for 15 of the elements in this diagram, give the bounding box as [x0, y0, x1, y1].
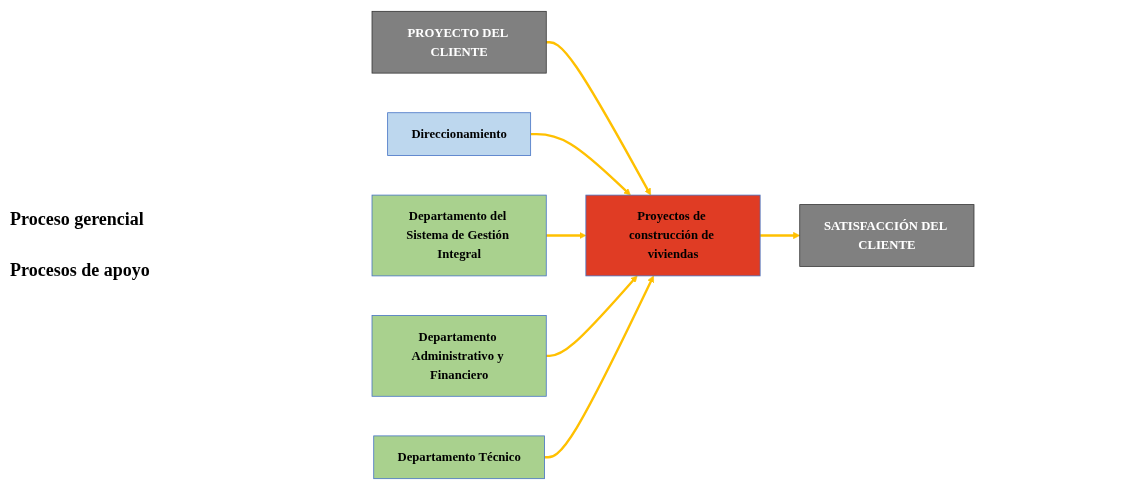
node-box: Departamento Técnico: [373, 435, 545, 479]
node-box: Departamento Administrativo y Financiero: [371, 314, 547, 397]
arrow: [530, 132, 631, 195]
node-box: PROYECTO DEL CLIENTE: [371, 10, 547, 73]
node-box: Departamento del Sistema de Gestión Integral: [371, 194, 547, 276]
node-box: Proyectos de construcción de viviendas: [585, 194, 761, 276]
arrow: [544, 275, 654, 458]
arrow: [546, 275, 638, 357]
node-box: SATISFACCIÓN DEL CLIENTE: [799, 203, 975, 267]
node-box: Direccionamiento: [387, 111, 532, 156]
process-category-label: Proceso gerencial: [10, 208, 145, 230]
arrow: [760, 231, 801, 239]
arrow: [546, 231, 587, 239]
process-category-label: Procesos de apoyo: [10, 259, 151, 281]
arrow: [546, 40, 651, 195]
